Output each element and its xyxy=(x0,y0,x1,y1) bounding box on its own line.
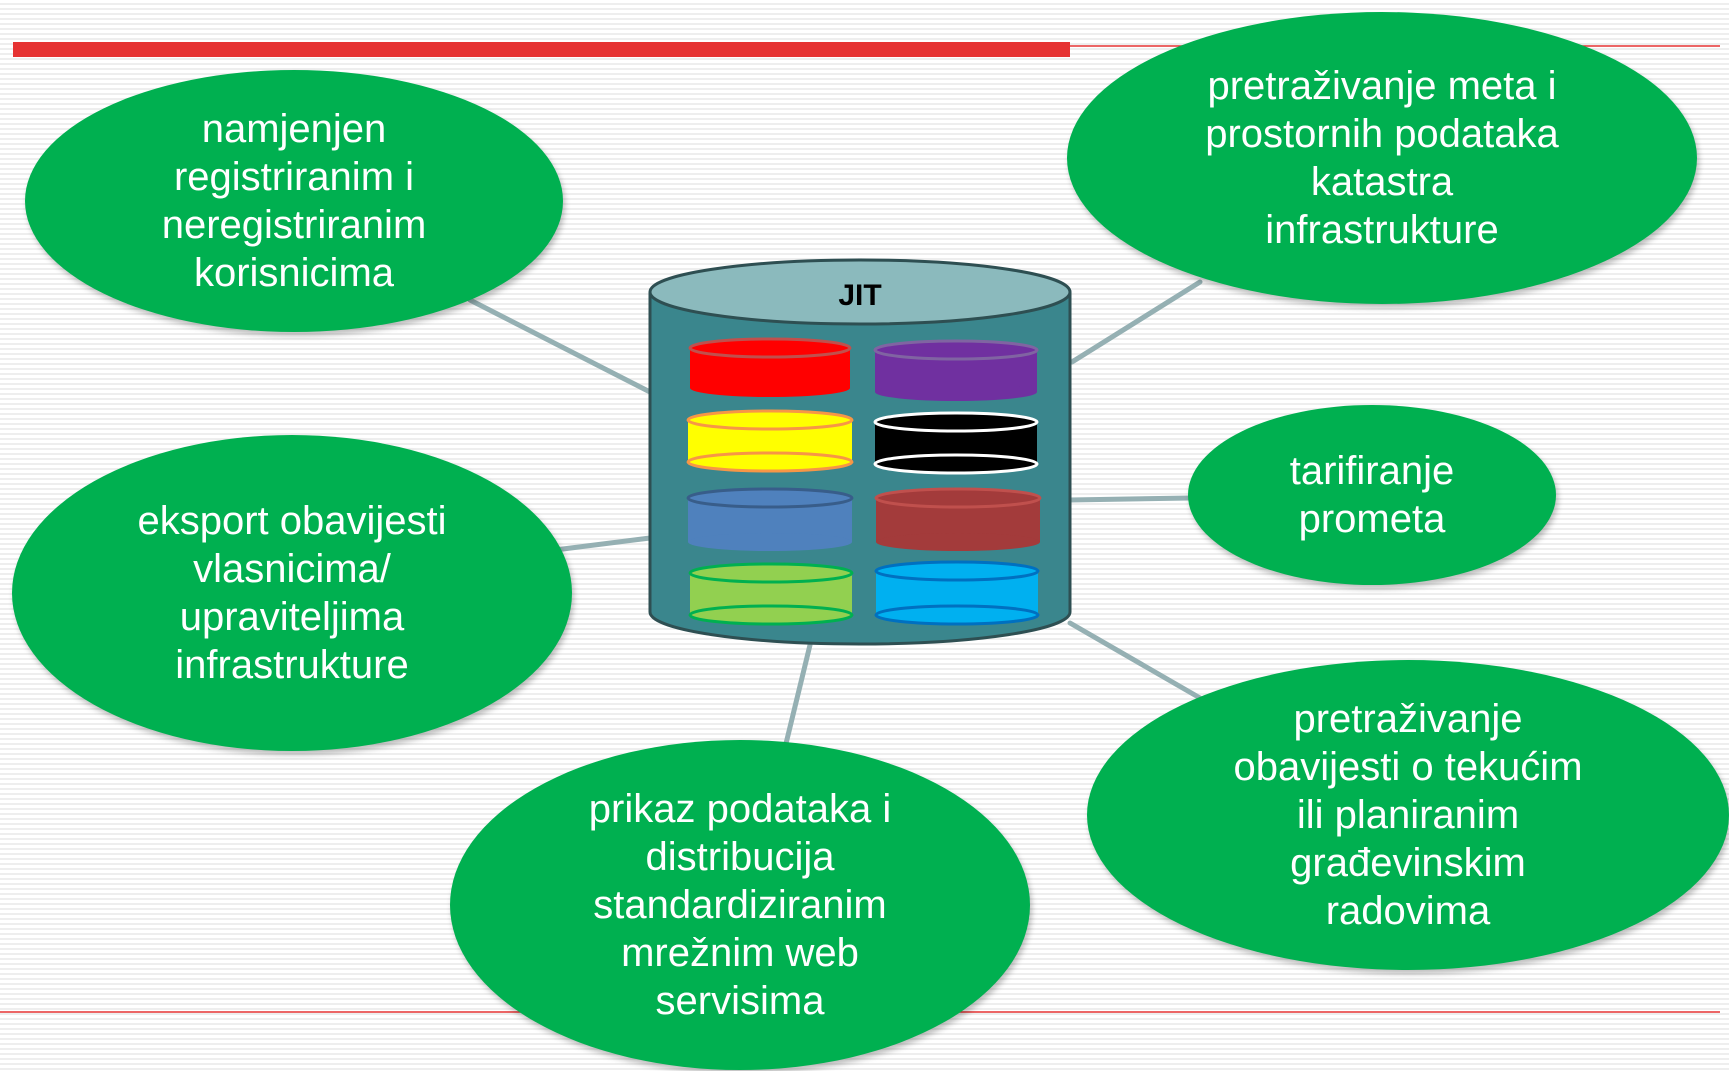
connector-bottom-center xyxy=(779,642,813,763)
node-construction-search-text: pretraživanje obavijesti o tekućim ili p… xyxy=(1233,697,1583,933)
connector-top-left xyxy=(467,297,653,395)
layer-purple-disc-icon xyxy=(873,339,1039,401)
node-construction-search: pretraživanje obavijesti o tekućim ili p… xyxy=(1087,660,1729,970)
connector-middle-right xyxy=(1067,495,1193,503)
node-search-metadata-text: pretraživanje meta i prostornih podataka… xyxy=(1205,64,1559,252)
node-export-notices: eksport obavijesti vlasnicima/ upravitel… xyxy=(12,435,572,751)
node-search-metadata: pretraživanje meta i prostornih podataka… xyxy=(1067,12,1697,304)
node-traffic-billing-text: tarifiranje prometa xyxy=(1289,449,1455,541)
connector-top-right xyxy=(1069,279,1203,365)
layer-red-disc-icon xyxy=(688,337,852,397)
database-cylinder-icon: JIT xyxy=(648,258,1072,646)
node-web-services-text: prikaz podataka i distribucija standardi… xyxy=(588,787,892,1023)
layer-black-disc-icon xyxy=(873,411,1039,475)
layer-cyan-disc-icon xyxy=(874,560,1040,626)
connector-middle-left xyxy=(552,535,653,553)
cylinder-top xyxy=(648,258,1072,326)
node-web-services: prikaz podataka i distribucija standardi… xyxy=(450,740,1030,1070)
layer-blue-disc-icon xyxy=(686,487,854,551)
node-traffic-billing: tarifiranje prometa xyxy=(1188,405,1556,585)
layer-darkred-disc-icon xyxy=(874,487,1042,551)
layer-yellow-disc-icon xyxy=(686,409,854,473)
layer-green-disc-icon xyxy=(688,562,854,626)
node-registered-users: namjenjen registriranim i neregistrirani… xyxy=(25,70,563,332)
top-accent-bar xyxy=(13,42,1070,57)
node-registered-users-text: namjenjen registriranim i neregistrirani… xyxy=(161,107,427,295)
connectors xyxy=(467,279,1203,763)
connector-bottom-right xyxy=(1067,620,1203,701)
hub-label: JIT xyxy=(838,279,881,312)
node-export-notices-text: eksport obavijesti vlasnicima/ upravitel… xyxy=(137,499,447,687)
